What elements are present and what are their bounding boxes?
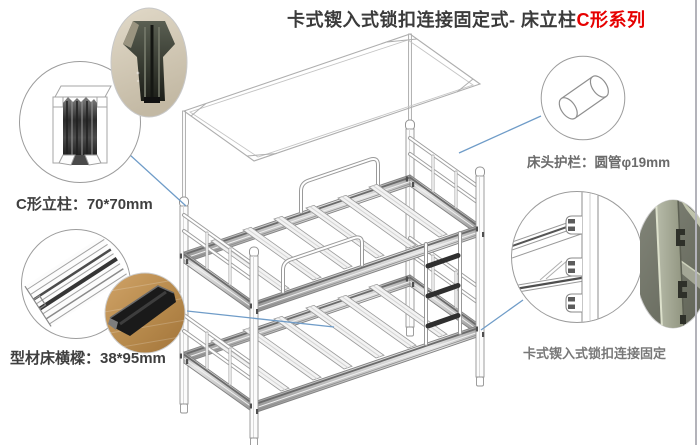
footboard-rails xyxy=(408,136,482,309)
bed-post-rear-right xyxy=(405,119,415,337)
right-border-line xyxy=(695,0,697,445)
label-c-post: C形立柱：70*70mm xyxy=(16,196,153,213)
page-title-highlight: C形系列 xyxy=(576,10,646,30)
upper-right-end-rail xyxy=(409,174,481,237)
ladder xyxy=(424,231,462,346)
upper-front-guardrail xyxy=(281,235,364,294)
bed-post-front-right xyxy=(475,166,485,387)
label-lock: 卡式锲入式锁扣连接固定 xyxy=(523,346,667,361)
callout-c-post-photo xyxy=(110,7,188,118)
canopy-frame xyxy=(182,33,482,198)
callout-c-profile-drawing xyxy=(19,61,141,183)
callout-tube-drawing xyxy=(540,55,626,141)
callout-beam-photo xyxy=(104,272,186,354)
label-guardrail: 床头护栏：圆管φ19mm xyxy=(527,155,671,170)
callout-beam-drawing xyxy=(21,229,131,339)
leader-line-rail xyxy=(458,115,542,154)
bed-post-front-left xyxy=(249,246,259,445)
label-beam: 型材床横樑：38*95mm xyxy=(10,350,166,367)
lower-right-end-rail xyxy=(409,274,481,337)
upper-rear-guardrail xyxy=(299,156,380,214)
headboard-rails xyxy=(182,213,256,386)
page-title: 卡式锲入式锁扣连接固定式- 床立柱C形系列 xyxy=(287,6,646,32)
callout-lock-photo xyxy=(640,199,700,329)
leader-line-lock xyxy=(480,299,524,331)
callout-lock-drawing xyxy=(511,191,643,323)
lower-front-rail xyxy=(253,324,481,414)
leader-line-beam xyxy=(186,310,335,328)
lock-hook-marks xyxy=(179,176,485,414)
page-title-main: 卡式锲入式锁扣连接固定式- 床立柱 xyxy=(287,10,577,30)
